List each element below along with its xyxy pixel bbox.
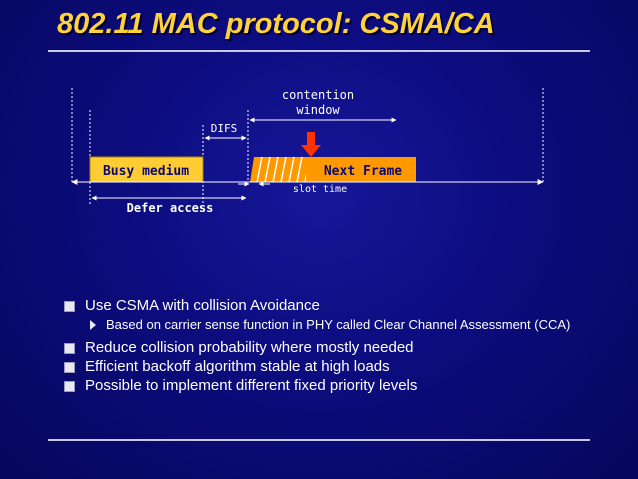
bullet-item: Efficient backoff algorithm stable at hi…: [64, 357, 604, 376]
next-frame-box: [306, 157, 416, 182]
sub-bullet-text: Based on carrier sense function in PHY c…: [106, 317, 571, 332]
bullet-item: Use CSMA with collision Avoidance: [64, 296, 604, 315]
bullet-text: Possible to implement different fixed pr…: [85, 377, 418, 394]
bullet-item: Possible to implement different fixed pr…: [64, 376, 604, 395]
bullet-text: Efficient backoff algorithm stable at hi…: [85, 358, 390, 375]
next-frame-label: Next Frame: [324, 164, 402, 179]
square-bullet-icon: [64, 381, 75, 392]
bullet-text: Reduce collision probability where mostl…: [85, 339, 414, 356]
sub-bullet-item: Based on carrier sense function in PHY c…: [90, 317, 604, 332]
transmit-marker-icon: [301, 132, 321, 157]
busy-medium-label: Busy medium: [103, 164, 189, 179]
contention-window-label-2: window: [296, 103, 340, 117]
triangle-bullet-icon: [90, 320, 96, 330]
bullet-text: Use CSMA with collision Avoidance: [85, 297, 320, 314]
slide-title: 802.11 MAC protocol: CSMA/CA: [57, 8, 495, 40]
bullet-list: Use CSMA with collision Avoidance Based …: [64, 296, 604, 395]
contention-window-label-1: contention: [282, 88, 354, 102]
square-bullet-icon: [64, 301, 75, 312]
square-bullet-icon: [64, 362, 75, 373]
title-divider: [48, 50, 590, 52]
bullet-item: Reduce collision probability where mostl…: [64, 338, 604, 357]
defer-access-label: Defer access: [127, 201, 214, 215]
busy-medium-box: [89, 156, 204, 183]
square-bullet-icon: [64, 343, 75, 354]
difs-label: DIFS: [211, 122, 238, 135]
slot-time-label: slot time: [293, 184, 347, 195]
footer-divider: [48, 439, 590, 441]
